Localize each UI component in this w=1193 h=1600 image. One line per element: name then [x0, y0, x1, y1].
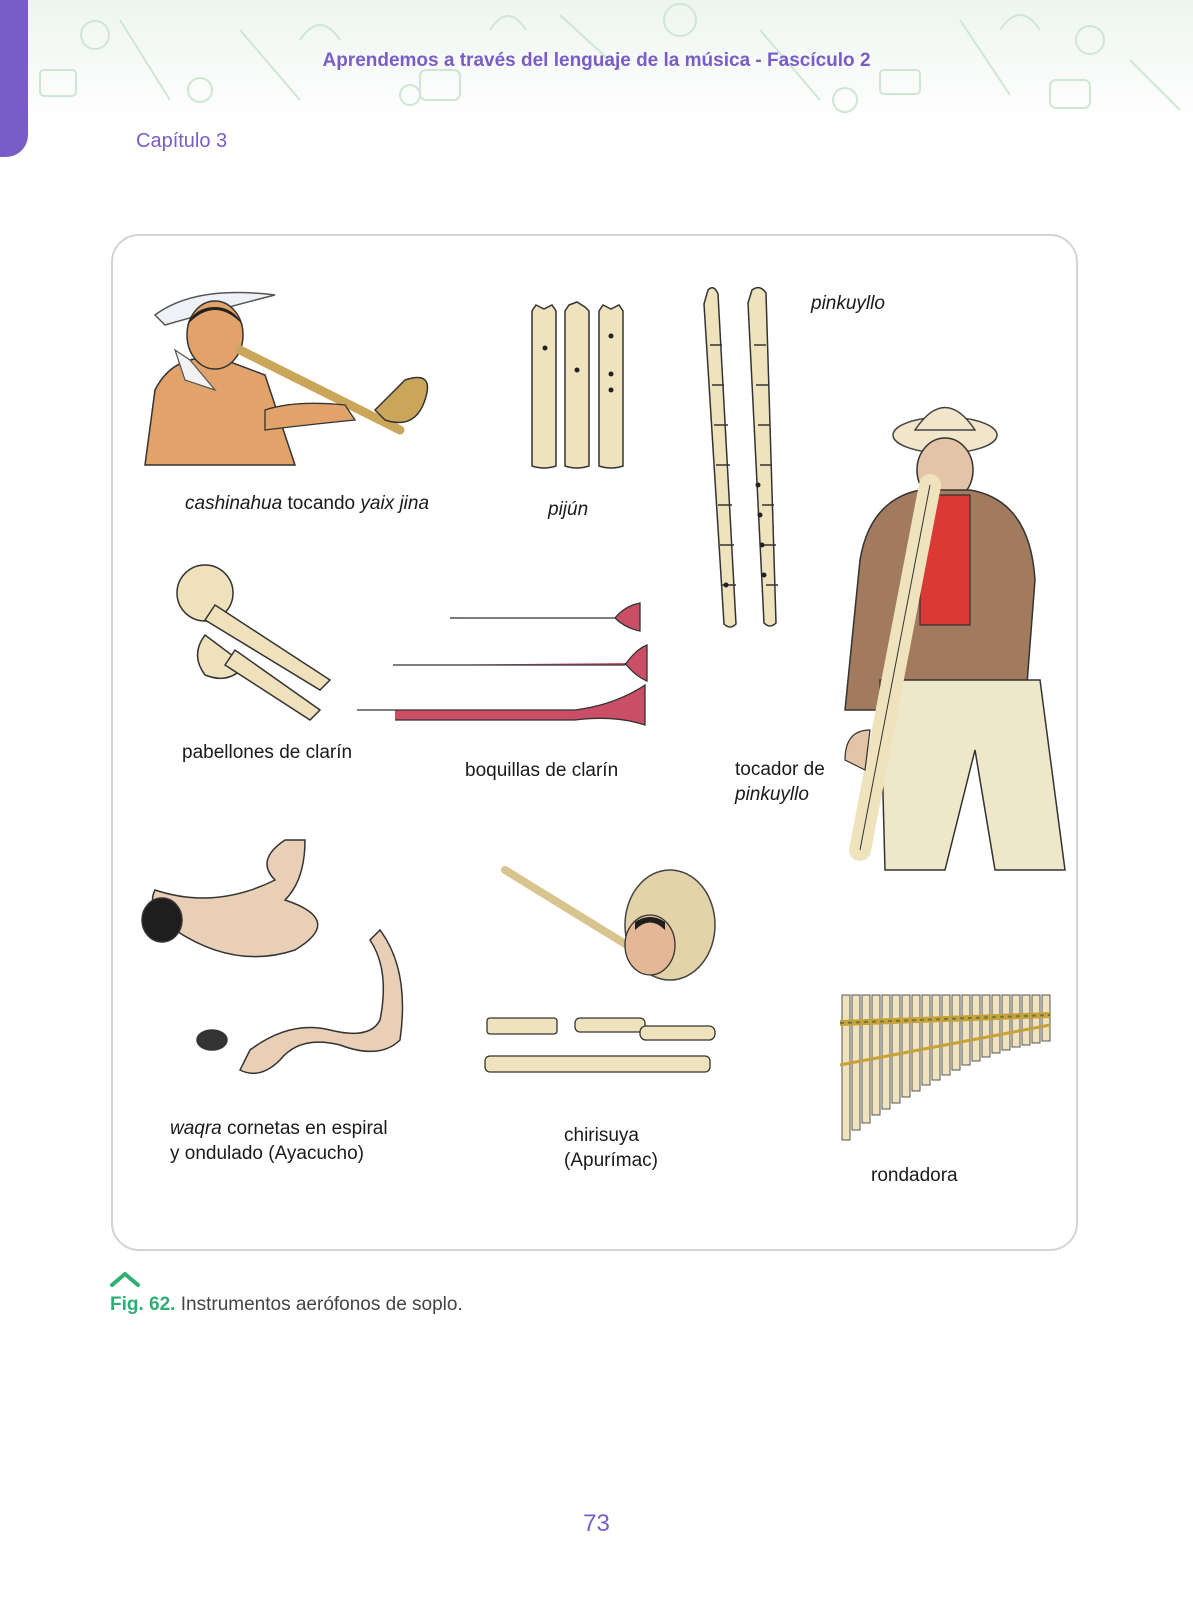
header-title: Aprendemos a través del lenguaje de la m…	[322, 50, 871, 71]
label-cashinahua-italic-b: yaix jina	[360, 493, 430, 514]
label-chirisuya-line1: chirisuya	[564, 1125, 639, 1146]
label-chirisuya: chirisuya (Apurímac)	[564, 1123, 658, 1173]
caret-up-icon	[110, 1272, 140, 1287]
label-rondadora: rondadora	[871, 1165, 958, 1186]
figure-number: Fig. 62.	[110, 1294, 176, 1315]
pabellones-illustration	[176, 564, 332, 721]
label-pinkuyllo: pinkuyllo	[811, 293, 885, 314]
chirisuya-illustration	[484, 866, 716, 1073]
rondadora-illustration	[839, 994, 1051, 1141]
chapter-label: Capítulo 3	[136, 130, 228, 152]
figure-caption: Fig. 62. Instrumentos aerófonos de soplo…	[110, 1294, 463, 1316]
label-chirisuya-line2: (Apurímac)	[564, 1150, 658, 1171]
label-waqra-italic: waqra	[170, 1118, 222, 1139]
label-pabellones: pabellones de clarín	[182, 742, 353, 763]
boquillas-illustration	[357, 602, 648, 726]
label-waqra-line1-rest: cornetas en espiral	[221, 1118, 388, 1139]
label-boquillas: boquillas de clarín	[465, 760, 619, 781]
tocador-illustration	[844, 406, 1066, 871]
pinkuyllo-illustration	[703, 286, 778, 628]
page-number: 73	[583, 1510, 610, 1537]
label-cashinahua: cashinahua tocando yaix jina	[185, 491, 429, 516]
label-pijun: pijún	[548, 499, 589, 520]
pijun-illustration	[531, 301, 624, 469]
figure-caption-text: Instrumentos aerófonos de soplo.	[175, 1294, 463, 1315]
label-waqra-line2: y ondulado (Ayacucho)	[170, 1143, 364, 1164]
cashinahua-illustration	[144, 291, 429, 466]
chapter-tab	[0, 0, 28, 157]
label-cashinahua-italic-a: cashinahua	[185, 493, 283, 514]
label-tocador-line2: pinkuyllo	[735, 784, 809, 805]
header-music-pattern	[0, 0, 1193, 125]
label-cashinahua-plain: tocando	[282, 493, 361, 514]
label-tocador-line1: tocador de	[735, 759, 825, 780]
waqra-illustration	[141, 839, 404, 1075]
label-tocador: tocador de pinkuyllo	[735, 757, 825, 807]
label-waqra: waqra cornetas en espiral y ondulado (Ay…	[170, 1116, 388, 1166]
